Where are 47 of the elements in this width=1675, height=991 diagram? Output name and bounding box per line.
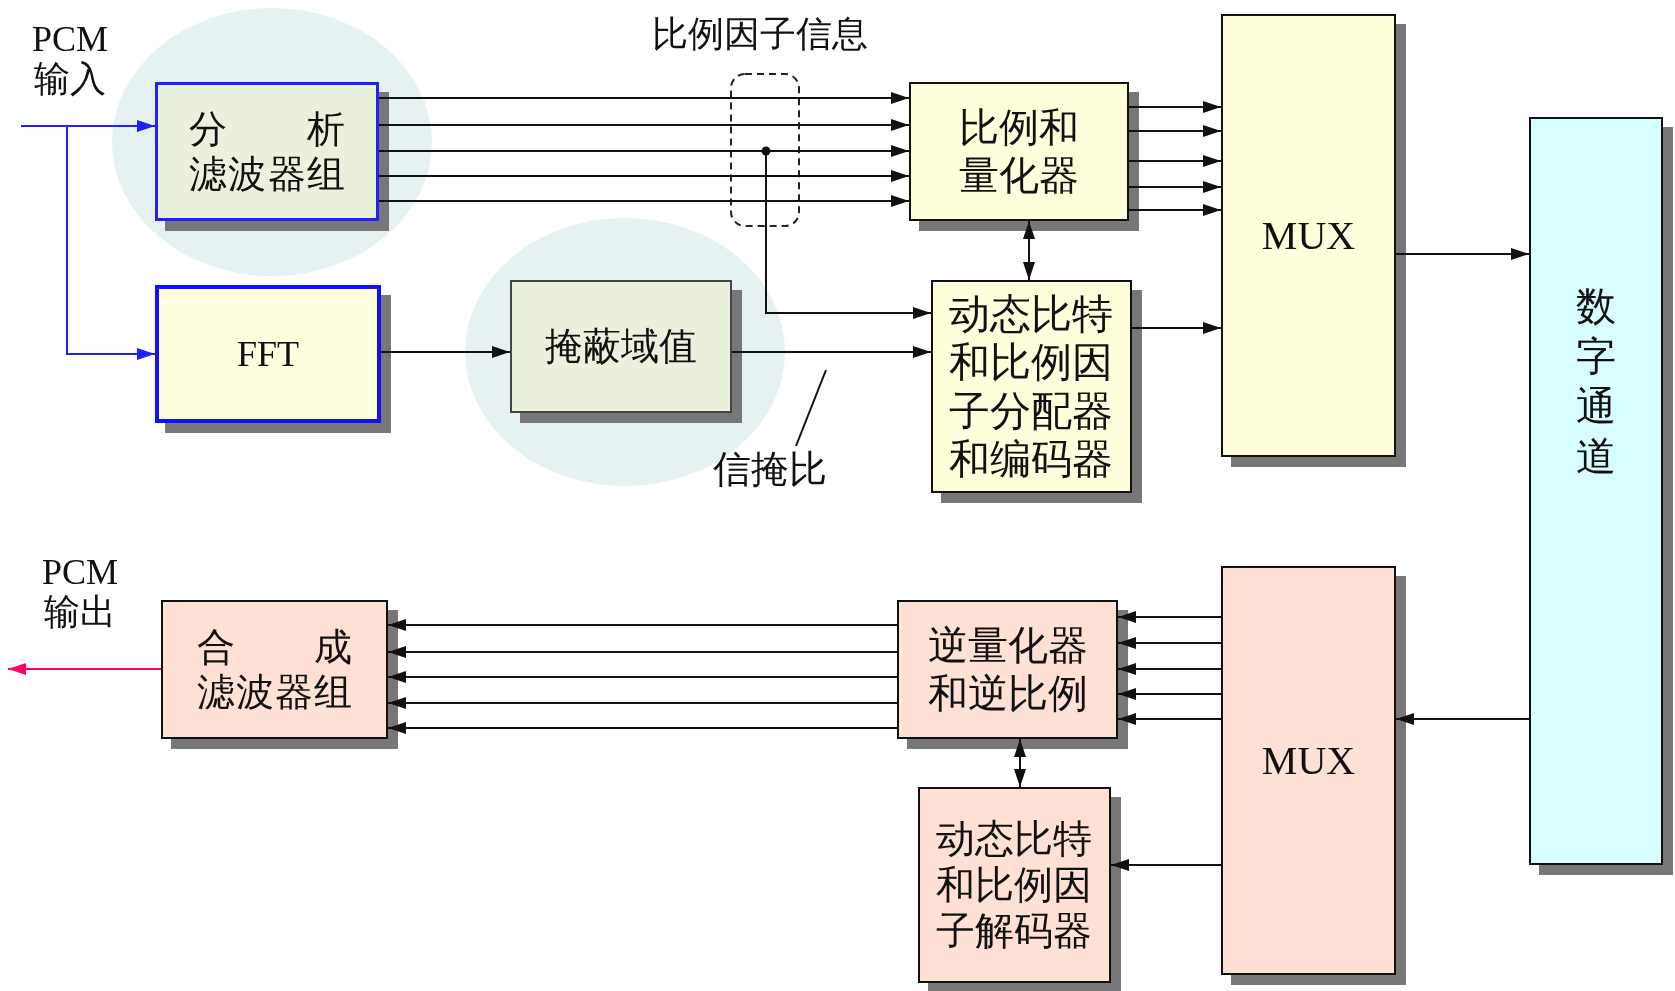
arrow [731, 346, 932, 358]
block-label: MUX [1261, 736, 1356, 785]
arrow [7, 663, 162, 675]
arrow [1128, 181, 1222, 193]
block-label: 逆量化器和逆比例 [926, 622, 1089, 717]
signal-label: PCM 输入 [30, 20, 109, 100]
leader-line [795, 369, 827, 447]
block-label: 动态比特和比例因子解码器 [935, 815, 1094, 954]
annotation-label: 信掩比 [713, 446, 827, 492]
block-label: 滤波器组 [189, 151, 345, 197]
block-label: 滤波器组 [197, 669, 352, 715]
arrow [378, 195, 910, 207]
arrow [387, 697, 898, 709]
arrow [387, 722, 898, 734]
arrow [1395, 713, 1530, 725]
arrow [387, 671, 898, 683]
arrow [1117, 688, 1222, 700]
arrow [1128, 125, 1222, 137]
signal-label: PCM 输出 [40, 553, 119, 633]
arrow [387, 646, 898, 658]
block-label: 分 析 [189, 106, 345, 152]
arrow [1117, 611, 1222, 623]
block-label: FFT [236, 332, 299, 376]
arrow [1110, 859, 1222, 871]
block-label: 数字通道 [1575, 282, 1617, 481]
arrow [1128, 204, 1222, 216]
block-label: 动态比特和比例因子分配器和编码器 [948, 289, 1115, 484]
arrow [1395, 248, 1530, 260]
block-label: MUX [1261, 211, 1356, 260]
block-label: 掩蔽域值 [545, 324, 697, 369]
arrow [378, 170, 910, 182]
arrow [378, 92, 910, 104]
arrow [1117, 637, 1222, 649]
arrow [1131, 322, 1222, 334]
arrow [380, 346, 511, 358]
arrow [378, 119, 910, 131]
arrow [387, 619, 898, 631]
group-heading: 比例因子信息 [651, 14, 869, 54]
arrow [1128, 101, 1222, 113]
block-label: 比例和量化器 [958, 104, 1080, 199]
arrow [1023, 220, 1035, 281]
arrow [20, 125, 156, 360]
arrow [1117, 663, 1222, 675]
arrow [1117, 713, 1222, 725]
block-label: 合 成 [197, 624, 352, 670]
arrow [1014, 738, 1026, 788]
arrow [1128, 155, 1222, 167]
